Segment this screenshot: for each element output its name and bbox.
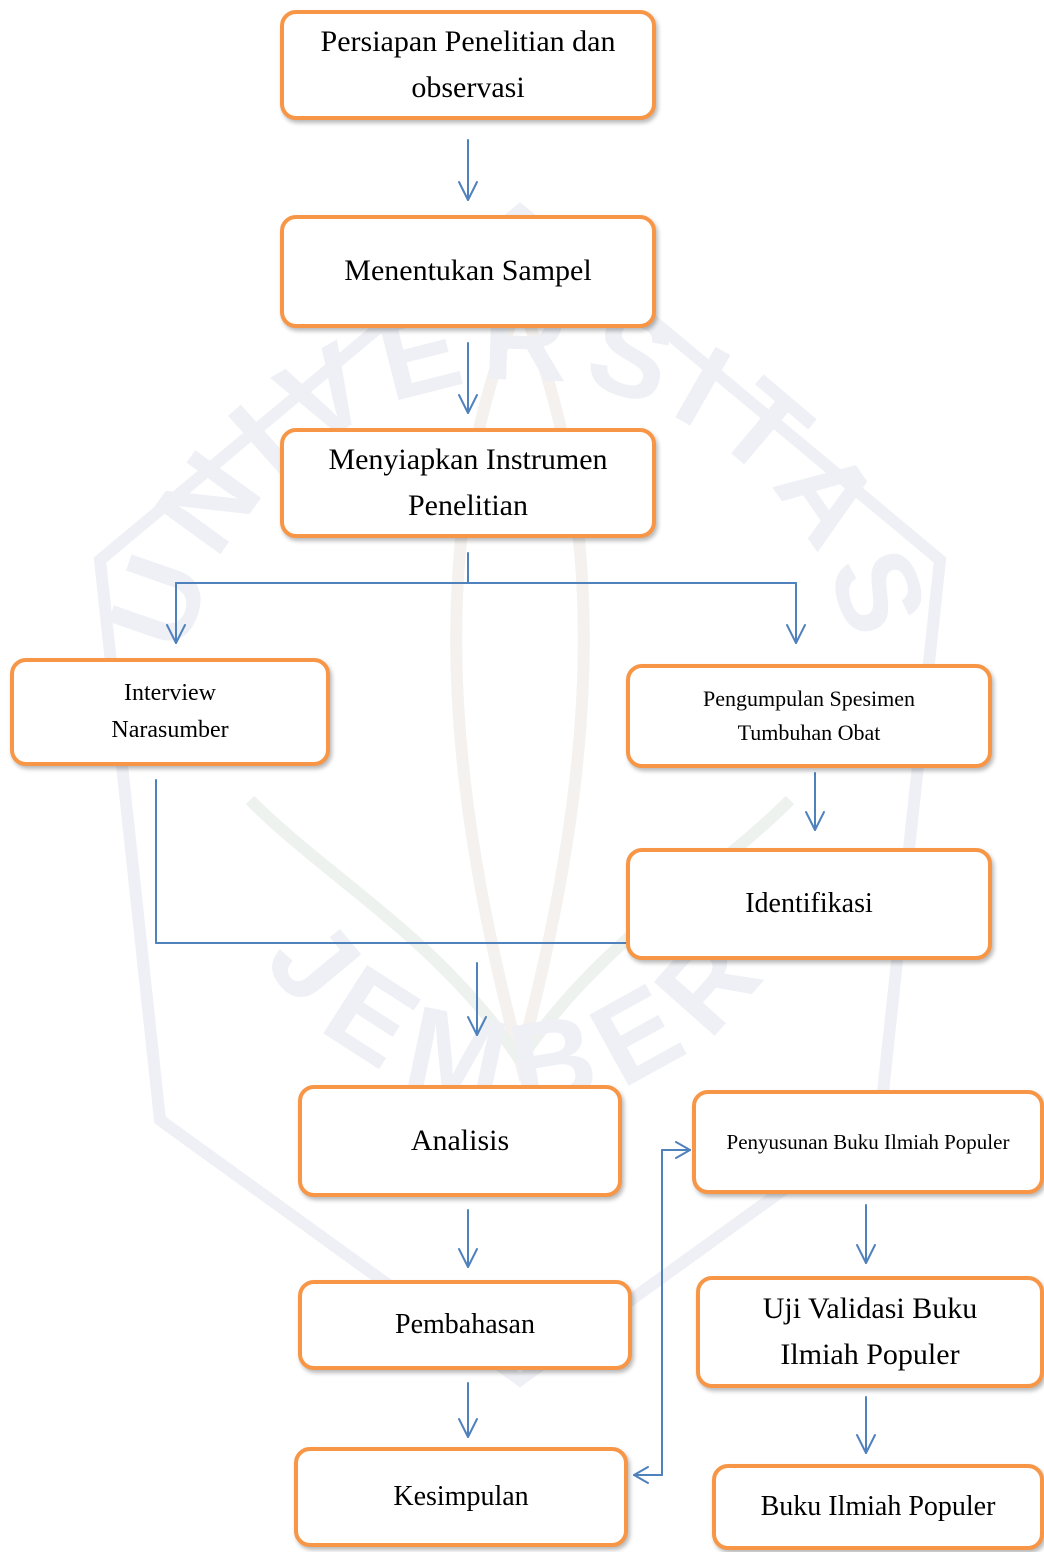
node-persiapan: Persiapan Penelitian dan observasi xyxy=(280,10,656,120)
node-analisis: Analisis xyxy=(298,1085,622,1197)
node-pembahasan: Pembahasan xyxy=(298,1280,632,1370)
node-interview-label: Interview Narasumber xyxy=(111,679,229,743)
node-sampel-label: Menentukan Sampel xyxy=(344,254,592,288)
node-penyusunan: Penyusunan Buku Ilmiah Populer xyxy=(692,1090,1044,1194)
node-interview: Interview Narasumber xyxy=(10,658,330,766)
node-identifikasi-label: Identifikasi xyxy=(745,888,873,920)
arrow-persiapan-to-sampel xyxy=(458,139,478,201)
branch-instrumen-split xyxy=(175,552,797,584)
node-buku: Buku Ilmiah Populer xyxy=(712,1464,1044,1550)
arrow-merge-to-analisis xyxy=(467,962,487,1036)
arrow-to-pengumpulan xyxy=(786,582,806,644)
node-analisis-label: Analisis xyxy=(410,1123,510,1157)
node-sampel: Menentukan Sampel xyxy=(280,215,656,328)
arrow-pembahasan-to-kesimpulan xyxy=(458,1382,478,1438)
arrow-pengumpulan-to-identifikasi xyxy=(805,772,825,831)
node-buku-label: Buku Ilmiah Populer xyxy=(760,1491,996,1523)
node-instrumen: Menyiapkan Instrumen Penelitian xyxy=(280,428,656,538)
arrow-kesimpulan-penyusunan-bidirectional xyxy=(633,1141,691,1484)
node-persiapan-label: Persiapan Penelitian dan observasi xyxy=(320,24,616,105)
node-penyusunan-label: Penyusunan Buku Ilmiah Populer xyxy=(726,1129,1010,1154)
node-pengumpulan: Pengumpulan Spesimen Tumbuhan Obat xyxy=(626,664,992,768)
node-identifikasi: Identifikasi xyxy=(626,848,992,960)
node-uji-label: Uji Validasi Buku Ilmiah Populer xyxy=(762,1291,978,1372)
node-uji: Uji Validasi Buku Ilmiah Populer xyxy=(696,1276,1044,1388)
arrow-penyusunan-to-uji xyxy=(856,1204,876,1264)
node-instrumen-label: Menyiapkan Instrumen Penelitian xyxy=(328,442,608,523)
arrow-analisis-to-pembahasan xyxy=(458,1209,478,1268)
arrow-to-interview xyxy=(166,582,186,644)
arrow-uji-to-buku xyxy=(856,1396,876,1454)
node-kesimpulan-label: Kesimpulan xyxy=(393,1481,529,1513)
node-pembahasan-label: Pembahasan xyxy=(395,1309,535,1341)
node-kesimpulan: Kesimpulan xyxy=(294,1447,628,1547)
node-pengumpulan-label: Pengumpulan Spesimen Tumbuhan Obat xyxy=(702,685,916,745)
arrow-sampel-to-instrumen xyxy=(458,342,478,414)
